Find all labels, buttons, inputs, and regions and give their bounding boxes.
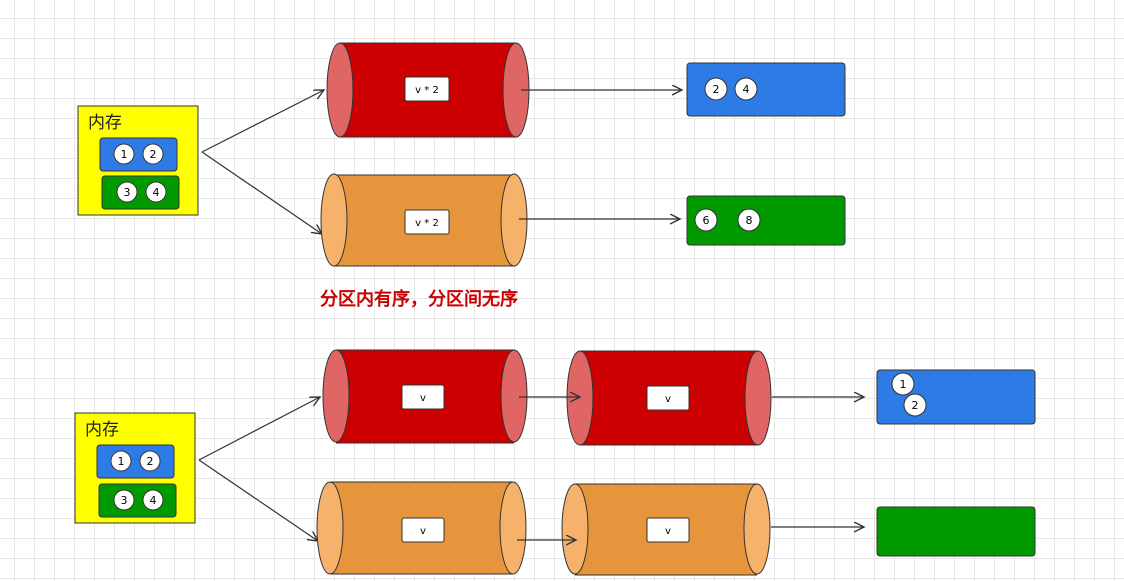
bottom-memory-p2-item-1 [113,489,135,511]
svg-text:1: 1 [900,378,907,391]
bottom-arrow-to-orange-pipe [198,459,318,541]
bottom-orange-stage-1-box [401,517,445,543]
top-memory-p1-item-1 [113,143,135,165]
top-orange-op-label: v * 2 [415,218,439,229]
bottom-memory-label: 内存 [85,420,119,440]
svg-text:4: 4 [150,494,157,507]
bottom-red-stage-1-box [401,384,445,410]
svg-text:2: 2 [713,83,720,96]
top-memory-label: 内存 [88,113,122,133]
top-output-green: 6 8 [686,195,846,246]
top-output-blue-item-2 [734,77,758,101]
top-red-op-box [404,76,450,102]
top-memory-box: 内存 1 2 3 4 [77,105,199,216]
bottom-output-blue-item-2 [903,393,927,417]
top-output-blue-item-1 [704,77,728,101]
svg-text:3: 3 [124,186,131,199]
bottom-memory-partition-2 [98,483,177,518]
ordering-caption: 分区内有序，分区间无序 [320,288,518,310]
bottom-orange-stage-1-label: v [420,526,426,537]
top-memory-partition-2 [101,175,180,210]
svg-text:2: 2 [150,148,157,161]
bottom-memory-p1-item-2 [139,450,161,472]
bottom-red-stage-2-label: v [665,394,671,405]
top-red-op-label: v * 2 [415,85,439,96]
bottom-red-stage-1-label: v [420,393,426,404]
bottom-orange-stage-2-box [646,517,690,543]
top-memory-partition-1 [99,137,178,172]
top-memory-p2-item-2 [145,181,167,203]
svg-text:1: 1 [118,455,125,468]
top-orange-op-box [404,209,450,235]
bottom-arrow-to-red-pipe [198,397,320,461]
bottom-memory-partition-1 [96,444,175,479]
bottom-output-blue-item-1 [891,372,915,396]
svg-text:6: 6 [703,214,710,227]
bottom-red-pipe-stage-1: v [322,349,528,444]
top-orange-pipe: v * 2 [320,173,528,267]
svg-text:8: 8 [746,214,753,227]
bottom-memory-p2-item-2 [142,489,164,511]
bottom-orange-stage-2-label: v [665,526,671,537]
bottom-red-pipe-stage-2: v [566,350,772,446]
top-red-pipe: v * 2 [326,42,530,138]
bottom-output-blue: 1 2 [876,369,1036,425]
bottom-orange-pipe-stage-1: v [316,481,527,575]
top-memory-p1-item-2 [142,143,164,165]
svg-text:4: 4 [153,186,160,199]
top-output-green-item-1 [694,208,718,232]
bottom-output-green [876,506,1036,557]
top-memory-p2-item-1 [116,181,138,203]
bottom-red-stage-2-box [646,385,690,411]
top-output-green-item-2 [737,208,761,232]
svg-text:2: 2 [912,399,919,412]
top-diagram: 内存 1 2 3 4 v * 2 [77,42,846,267]
bottom-diagram: 内存 1 2 3 4 v [74,349,1036,576]
svg-text:3: 3 [121,494,128,507]
svg-text:2: 2 [147,455,154,468]
top-output-blue: 2 4 [686,62,846,117]
svg-text:1: 1 [121,148,128,161]
bottom-orange-pipe-stage-2: v [561,483,771,576]
bottom-memory-box: 内存 1 2 3 4 [74,412,196,524]
bottom-memory-p1-item-1 [110,450,132,472]
svg-text:4: 4 [743,83,750,96]
top-arrow-to-red-pipe [201,90,324,153]
top-arrow-to-orange-pipe [201,151,322,234]
